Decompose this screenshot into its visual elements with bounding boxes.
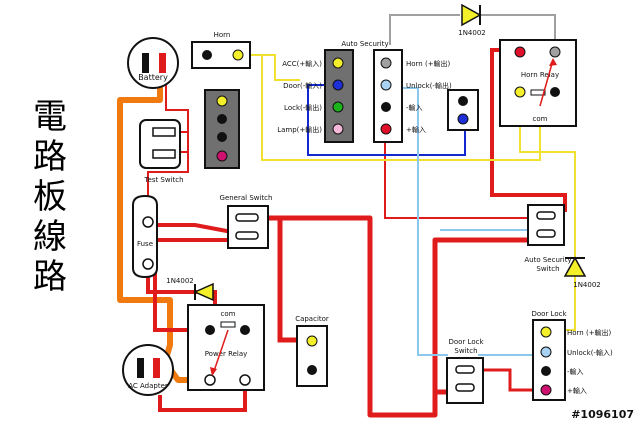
autosec-plus-red-wire: [384, 128, 535, 219]
powerrelay-bottom-red-wire: [158, 380, 247, 412]
title-char-5: 路: [33, 257, 67, 297]
door-lock: Door Lock Horn (+輸出) Unlock(-輸入) -輸入 +輸入: [531, 310, 613, 401]
connector-2pin: [447, 89, 479, 131]
power-relay-com-label: com: [221, 310, 236, 318]
pin-lamp-label: Lamp(+輸出): [277, 125, 322, 134]
diode-right-label: 1N4002: [573, 281, 601, 289]
door-lock-switch: Door Lock Switch: [446, 338, 484, 404]
door-lock-switch-label-2: Switch: [454, 347, 477, 355]
horn-relay: Horn Relay com: [499, 39, 577, 127]
pin-horn-label: Horn (+輸出): [406, 59, 451, 68]
yellow-long-wire: [252, 54, 541, 161]
battery-terminal-positive: [159, 53, 166, 73]
connector-4pin-left: [204, 89, 240, 169]
pin-pos-input-label: +輸入: [406, 125, 426, 134]
diode-right: 1N4002: [563, 256, 601, 289]
auto-security-label: Auto Security: [341, 40, 388, 48]
power-relay: com Power Relay: [187, 304, 265, 391]
horn-relay-label: Horn Relay: [521, 71, 559, 79]
wires: [117, 14, 576, 418]
diode-left: 1N4002: [166, 277, 214, 302]
capacitor-label: Capacitor: [295, 315, 329, 323]
pin-unlock-label: Unlock(-輸出): [406, 81, 452, 90]
horn-label: Horn: [214, 31, 231, 39]
pin-lock-label: Lock(-輸出): [284, 103, 322, 112]
grey-wire: [389, 14, 460, 45]
watermark: #1096107: [571, 408, 634, 421]
pin-neg-input-label: -輸入: [406, 103, 423, 112]
lightblue-wire: [390, 87, 448, 356]
battery-red-wire: [165, 82, 189, 153]
yellow-right-wire: [519, 92, 576, 331]
auto-security-switch-label-2: Switch: [536, 265, 559, 273]
door-lock-pin-neg-label: -輸入: [567, 367, 584, 376]
capacitor: Capacitor: [295, 315, 329, 387]
diode-left-label: 1N4002: [166, 277, 194, 285]
ac-adapter-label: AC Adapter: [128, 382, 168, 390]
blue-wire: [307, 84, 466, 156]
diode-top-label: 1N4002: [458, 29, 486, 37]
power-relay-label: Power Relay: [205, 350, 248, 358]
battery-label: Battery: [138, 73, 168, 82]
door-lock-pin-pos-label: +輸入: [567, 386, 587, 395]
title-char-2: 路: [33, 137, 67, 177]
ac-adapter-terminal-positive: [153, 358, 160, 378]
title-char-4: 線: [33, 217, 67, 257]
fuse-general-red-wire: [150, 223, 233, 234]
pin-door-label: Door(-輸入): [283, 81, 322, 90]
auto-security-switch-label-1: Auto Security: [524, 256, 571, 264]
auto-security-switch: Auto Security Switch: [524, 204, 572, 273]
door-lock-label: Door Lock: [531, 310, 567, 318]
auto-security: Auto Security ACC(+輸入) Door(-輸入) Lock(-輸…: [277, 40, 452, 143]
test-switch-red-wire: [147, 131, 189, 198]
ac-adapter-terminal-negative: [137, 358, 144, 378]
general-powerrelay-red-wire: [153, 238, 232, 332]
general-main-red-wire: [252, 215, 535, 418]
ac-adapter: AC Adapter: [122, 344, 174, 396]
door-lock-switch-label-1: Door Lock: [448, 338, 484, 346]
pin-acc-label: ACC(+輸入): [282, 59, 322, 68]
vertical-title: 電 路 板 線 路: [33, 97, 67, 297]
title-char-3: 板: [33, 177, 67, 217]
horn: Horn: [191, 31, 251, 69]
test-switch-label: Test Switch: [143, 176, 183, 184]
fuse-label: Fuse: [137, 240, 153, 248]
grey-wire-2: [480, 14, 556, 45]
title-char-1: 電: [33, 97, 67, 137]
doorlock-red-wire: [478, 368, 545, 392]
battery-terminal-negative: [142, 53, 149, 73]
test-switch: Test Switch: [139, 119, 184, 184]
general-switch-label: General Switch: [220, 194, 273, 202]
fuse: Fuse: [132, 194, 158, 279]
general-switch: General Switch: [220, 194, 273, 249]
door-lock-pin-unlock-label: Unlock(-輸入): [567, 348, 613, 357]
diode-top: 1N4002: [458, 3, 486, 37]
horn-relay-com-label: com: [533, 115, 548, 123]
door-lock-pin-horn-label: Horn (+輸出): [567, 328, 612, 337]
battery: Battery: [127, 37, 179, 89]
